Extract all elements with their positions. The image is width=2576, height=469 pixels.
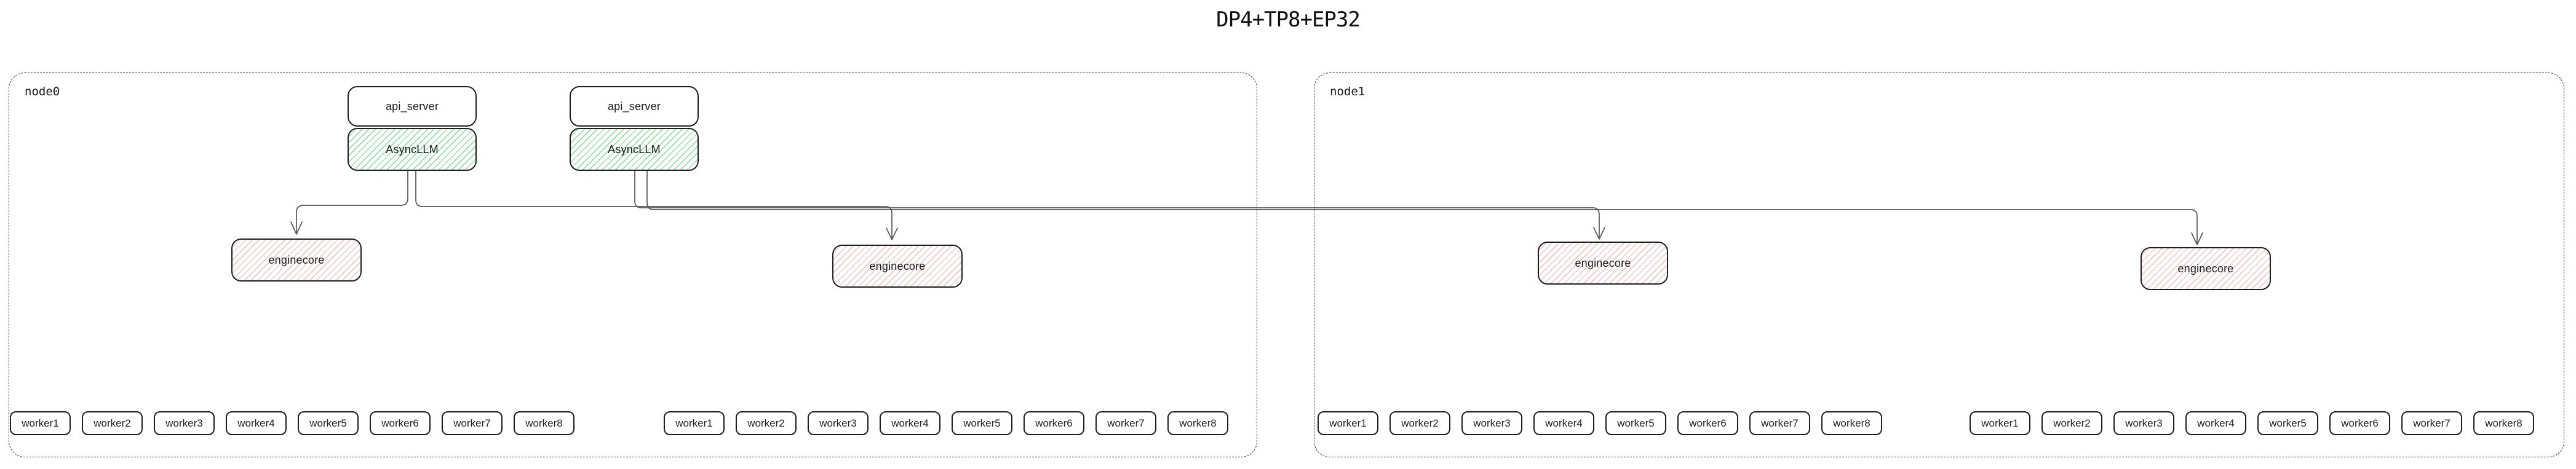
worker-box: worker7 — [1749, 411, 1810, 435]
arrowhead-enginecore4 — [2191, 232, 2203, 245]
diagram-title: DP4+TP8+EP32 — [1216, 7, 1361, 32]
connector-asyncllm1-enginecore1 — [296, 170, 408, 233]
worker-box: worker3 — [2113, 411, 2174, 435]
enginecore-4-box: enginecore — [2141, 247, 2271, 290]
enginecore-3-box: enginecore — [1538, 242, 1668, 285]
asyncllm-2-label: AsyncLLM — [608, 143, 661, 156]
enginecore-2-label: enginecore — [869, 259, 926, 272]
worker-box: worker1 — [1970, 411, 2030, 435]
worker-box: worker1 — [1318, 411, 1378, 435]
connector-asyncllm2-enginecore4 — [646, 170, 2198, 244]
worker-box: worker4 — [226, 411, 287, 435]
enginecore-4-label: enginecore — [2177, 262, 2234, 275]
worker-box: worker4 — [2185, 411, 2246, 435]
worker-box: worker5 — [2257, 411, 2318, 435]
worker-box: worker7 — [2401, 411, 2462, 435]
arrowhead-enginecore2 — [886, 227, 898, 240]
worker-box: worker8 — [1821, 411, 1882, 435]
arrowhead-enginecore1 — [290, 221, 303, 235]
worker-box: worker2 — [1389, 411, 1450, 435]
connector-asyncllm1-enginecore2 — [415, 170, 892, 239]
worker-group-3: worker1 worker2 worker3 worker4 worker5 … — [1318, 411, 1882, 435]
enginecore-1-box: enginecore — [231, 238, 362, 282]
worker-box: worker5 — [952, 411, 1012, 435]
api-server-2-box: api_server — [570, 86, 699, 127]
enginecore-2-box: enginecore — [832, 245, 963, 288]
asyncllm-1-box: AsyncLLM — [348, 128, 477, 171]
enginecore-3-label: enginecore — [1575, 256, 1631, 269]
worker-box: worker4 — [1533, 411, 1594, 435]
worker-box: worker2 — [736, 411, 797, 435]
worker-box: worker3 — [808, 411, 869, 435]
node1-label: node1 — [1330, 85, 1366, 98]
arrowhead-enginecore3 — [1593, 227, 1605, 240]
worker-box: worker6 — [2329, 411, 2390, 435]
asyncllm-2-box: AsyncLLM — [570, 128, 699, 171]
worker-box: worker7 — [1095, 411, 1156, 435]
node0-label: node0 — [25, 85, 60, 98]
worker-box: worker7 — [442, 411, 503, 435]
worker-box: worker4 — [880, 411, 940, 435]
worker-box: worker8 — [2473, 411, 2534, 435]
api-server-1-box: api_server — [348, 86, 477, 127]
worker-box: worker6 — [1024, 411, 1084, 435]
worker-box: worker6 — [1677, 411, 1738, 435]
worker-box: worker8 — [514, 411, 574, 435]
worker-box: worker3 — [1461, 411, 1522, 435]
worker-group-2: worker1 worker2 worker3 worker4 worker5 … — [664, 411, 1228, 435]
worker-group-1: worker1 worker2 worker3 worker4 worker5 … — [10, 411, 574, 435]
worker-box: worker5 — [1605, 411, 1666, 435]
worker-box: worker8 — [1167, 411, 1228, 435]
api-server-1-label: api_server — [385, 100, 439, 112]
node1-boundary — [1314, 73, 2564, 457]
worker-box: worker6 — [370, 411, 431, 435]
enginecore-1-label: enginecore — [268, 253, 325, 266]
worker-box: worker3 — [154, 411, 215, 435]
worker-box: worker2 — [2041, 411, 2102, 435]
worker-group-4: worker1 worker2 worker3 worker4 worker5 … — [1970, 411, 2534, 435]
worker-box: worker5 — [298, 411, 359, 435]
asyncllm-1-label: AsyncLLM — [386, 143, 439, 156]
node0-boundary — [9, 73, 1257, 457]
connector-asyncllm2-enginecore3 — [634, 170, 1600, 238]
worker-box: worker1 — [10, 411, 71, 435]
worker-box: worker2 — [82, 411, 143, 435]
worker-box: worker1 — [664, 411, 725, 435]
api-server-2-label: api_server — [607, 100, 661, 112]
